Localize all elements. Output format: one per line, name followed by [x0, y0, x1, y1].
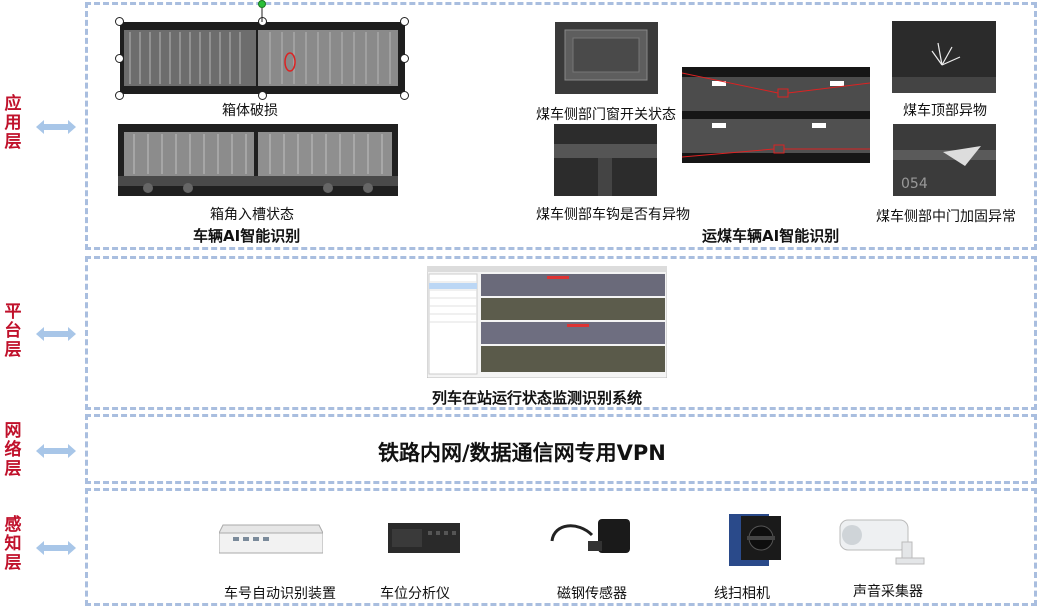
platform-system-title: 列车在站运行状态监测识别系统	[432, 389, 643, 407]
svg-text:054: 054	[901, 176, 928, 192]
double-arrow-icon	[36, 120, 76, 134]
layer-label-network: 网络层	[4, 421, 22, 479]
selection-handle[interactable]	[400, 17, 409, 26]
caption-container-corner: 箱角入槽状态	[210, 207, 294, 223]
network-title: 铁路内网/数据通信网专用VPN	[378, 441, 666, 465]
caption-coal-top-object: 煤车顶部异物	[903, 103, 987, 119]
monitoring-system-screenshot[interactable]	[427, 266, 667, 378]
container-corner-image	[118, 124, 398, 196]
selection-handle[interactable]	[258, 91, 267, 100]
coal-middle-door-image: 054	[893, 124, 996, 196]
double-arrow-icon	[36, 444, 76, 458]
coal-ai-title: 运煤车辆AI智能识别	[702, 227, 840, 245]
coal-side-door-image	[555, 22, 658, 94]
coal-top-object-image	[892, 21, 996, 93]
coal-side-coupler-image	[554, 124, 657, 196]
vehicle-ai-title: 车辆AI智能识别	[193, 227, 301, 245]
selection-handle[interactable]	[400, 54, 409, 63]
device-caption-1: 车位分析仪	[380, 586, 450, 602]
caption-coal-side-coupler: 煤车侧部车钩是否有异物	[536, 207, 690, 223]
device-caption-0: 车号自动识别装置	[224, 586, 336, 602]
device-caption-4: 声音采集器	[853, 584, 923, 600]
selection-handle[interactable]	[115, 91, 124, 100]
caption-coal-side-door: 煤车侧部门窗开关状态	[536, 107, 676, 123]
rack-analyzer-icon	[388, 523, 460, 553]
caption-coal-middle-door: 煤车侧部中门加固异常	[876, 209, 1016, 225]
double-arrow-icon	[36, 327, 76, 341]
container-damage-image[interactable]	[120, 22, 405, 94]
device-caption-2: 磁钢传感器	[557, 586, 627, 602]
selection-handle[interactable]	[115, 54, 124, 63]
layer-label-platform: 平台层	[4, 302, 22, 360]
network-layer-box	[85, 414, 1037, 484]
layer-label-application: 应用层	[4, 94, 22, 152]
selection-handle[interactable]	[115, 17, 124, 26]
sound-collector-icon	[839, 519, 925, 565]
line-scan-camera-icon	[729, 514, 781, 566]
rotation-handle-icon[interactable]	[255, 0, 269, 22]
caption-container-damage: 箱体破损	[222, 103, 278, 119]
selection-handle[interactable]	[400, 91, 409, 100]
device-caption-3: 线扫相机	[714, 586, 770, 602]
rfid-reader-icon	[219, 524, 323, 554]
coal-car-composite-image	[682, 67, 870, 163]
magnetic-sensor-icon	[550, 519, 630, 553]
double-arrow-icon	[36, 541, 76, 555]
layer-label-perception: 感知层	[4, 515, 22, 573]
